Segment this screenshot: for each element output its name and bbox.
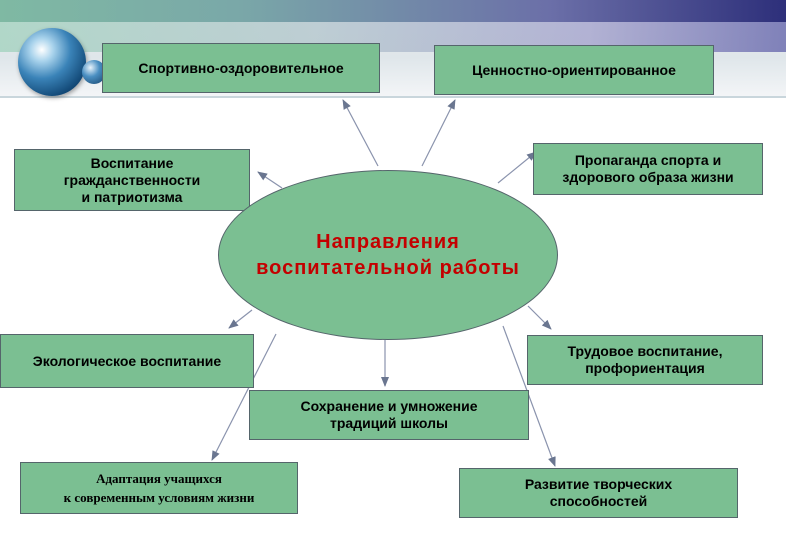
arrow-to-sport-propaganda — [497, 151, 537, 184]
node-labor: Трудовое воспитание, профориентация — [527, 335, 763, 385]
arrow-to-adaptation — [211, 333, 277, 461]
header-divider — [0, 96, 786, 98]
node-ecological: Экологическое воспитание — [0, 334, 254, 388]
node-sport-health: Спортивно-оздоровительное — [102, 43, 380, 93]
globe-icon — [18, 28, 86, 96]
node-adaptation: Адаптация учащихся к современным условия… — [20, 462, 298, 514]
arrow-to-citizenship — [257, 171, 283, 189]
node-traditions: Сохранение и умножение традиций школы — [249, 390, 529, 440]
arrow-to-sport-health — [342, 99, 379, 167]
node-value-oriented: Ценностно-ориентированное — [434, 45, 714, 95]
arrow-to-ecological — [228, 309, 253, 329]
header-stripe — [0, 0, 786, 22]
center-topic: Направления воспитательной работы — [218, 170, 558, 340]
arrow-to-labor — [527, 305, 552, 330]
node-citizenship: Воспитание гражданственности и патриотиз… — [14, 149, 250, 211]
node-sport-propaganda: Пропаганда спорта и здорового образа жиз… — [533, 143, 763, 195]
arrow-to-creativity — [502, 325, 556, 467]
arrow-to-value-oriented — [421, 99, 456, 167]
node-creativity: Развитие творческих способностей — [459, 468, 738, 518]
